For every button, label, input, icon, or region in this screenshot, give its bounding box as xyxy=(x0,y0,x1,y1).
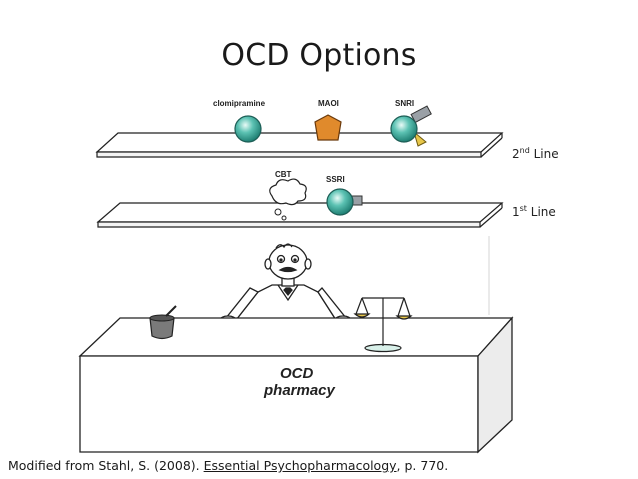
pharmacy-counter xyxy=(78,236,514,454)
drug-label-snri: SNRI xyxy=(395,99,414,108)
drug-label-maoi: MAOI xyxy=(318,99,339,108)
drug-label-cbt: CBT xyxy=(275,170,292,179)
drug-label-ssri: SSRI xyxy=(326,175,345,184)
cbt-thought-cloud-icon xyxy=(269,178,307,221)
drug-label-clomipramine: clomipramine xyxy=(213,99,266,108)
snri-pill-icon xyxy=(390,105,432,147)
pharmacist-figure xyxy=(219,243,352,325)
slide-title: OCD Options xyxy=(221,38,417,73)
maoi-pentagon-icon xyxy=(314,114,342,141)
shelf-second-line xyxy=(95,132,504,158)
mortar-icon xyxy=(149,305,177,340)
book-title-link[interactable]: Essential Psychopharmacology xyxy=(203,458,397,473)
counter-text-ocd: OCD xyxy=(280,365,314,382)
source-caption: Modified from Stahl, S. (2008). Essentia… xyxy=(8,458,449,473)
shelf-first-line xyxy=(96,202,504,228)
balance-scale-icon xyxy=(353,297,413,353)
label-second-line: 2nd Line xyxy=(512,146,559,161)
clomipramine-pill-icon xyxy=(234,115,262,143)
ssri-pill-icon xyxy=(326,188,363,216)
label-first-line: 1st Line xyxy=(512,204,556,219)
counter-text-pharmacy: pharmacy xyxy=(263,382,336,399)
